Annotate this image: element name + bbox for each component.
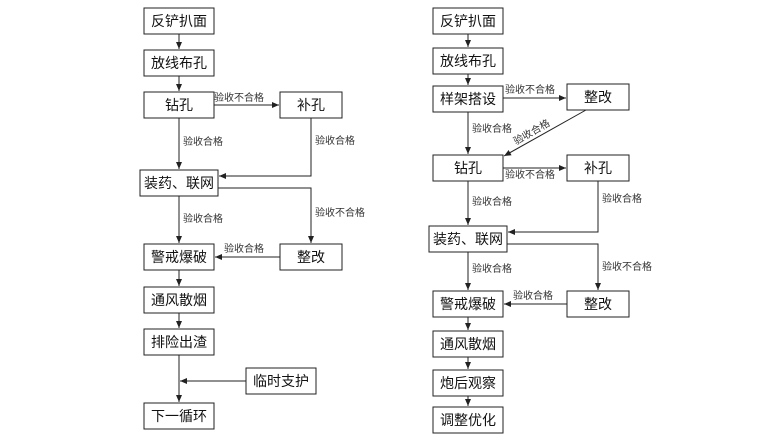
edge-arrow xyxy=(503,109,587,157)
node-backhoe-clearing: 反铲扒面 xyxy=(432,7,504,35)
svg-text:调整优化: 调整优化 xyxy=(440,413,496,429)
node-layout-holes: 放线布孔 xyxy=(432,47,504,75)
node-fill-holes: 补孔 xyxy=(279,91,343,119)
left-flowchart: 反铲扒面 放线布孔 钻孔 补孔 装药、联网 警戒爆破 整改 通风散烟 xyxy=(139,7,365,430)
svg-text:整改: 整改 xyxy=(584,90,612,106)
node-template-frame: 样架搭设 xyxy=(432,85,504,113)
edge-label: 验收合格 xyxy=(472,122,512,135)
svg-text:下一循环: 下一循环 xyxy=(151,409,207,425)
svg-text:钻孔: 钻孔 xyxy=(165,98,193,114)
node-blasting: 警戒爆破 xyxy=(143,243,215,271)
edge-label: 验收合格 xyxy=(183,212,223,225)
svg-text:样架搭设: 样架搭设 xyxy=(440,92,496,108)
svg-text:钻孔: 钻孔 xyxy=(454,161,482,177)
svg-text:反铲扒面: 反铲扒面 xyxy=(151,14,207,30)
edge-label: 验收合格 xyxy=(602,192,642,205)
edge-arrow xyxy=(507,243,601,290)
node-layout-holes: 放线布孔 xyxy=(143,49,215,77)
svg-text:炮后观察: 炮后观察 xyxy=(440,375,496,392)
node-drilling: 钻孔 xyxy=(432,154,504,182)
svg-text:警戒爆破: 警戒爆破 xyxy=(440,297,496,313)
node-rectify: 整改 xyxy=(279,243,343,271)
svg-text:整改: 整改 xyxy=(584,297,612,313)
node-drilling: 钻孔 xyxy=(143,91,215,119)
node-post-blast-observation: 炮后观察 xyxy=(432,369,504,397)
right-flowchart: 反铲扒面 放线布孔 样架搭设 整改 钻孔 补孔 装药、联网 警戒爆破 xyxy=(428,7,652,434)
node-ventilation: 通风散烟 xyxy=(432,330,504,358)
node-temporary-support: 临时支护 xyxy=(245,367,317,395)
edge-label: 验收合格 xyxy=(183,135,223,148)
node-rectify-frame: 整改 xyxy=(566,83,630,111)
svg-text:装药、联网: 装药、联网 xyxy=(433,232,503,248)
svg-text:警戒爆破: 警戒爆破 xyxy=(151,250,207,266)
node-charging-networking: 装药、联网 xyxy=(139,169,219,197)
node-blasting: 警戒爆破 xyxy=(432,290,504,318)
edge-label: 验收合格 xyxy=(472,195,512,208)
svg-text:通风散烟: 通风散烟 xyxy=(440,337,496,353)
edge-label: 验收不合格 xyxy=(505,83,555,96)
svg-text:整改: 整改 xyxy=(297,250,325,266)
node-next-cycle: 下一循环 xyxy=(143,402,215,430)
edge-label: 验收不合格 xyxy=(315,206,365,219)
node-adjust-optimize: 调整优化 xyxy=(432,406,504,434)
edge-arrow xyxy=(508,181,599,235)
svg-text:通风散烟: 通风散烟 xyxy=(151,293,207,309)
edge-label: 验收合格 xyxy=(513,289,553,302)
node-rectify: 整改 xyxy=(566,290,630,318)
svg-text:补孔: 补孔 xyxy=(584,161,612,177)
node-fill-holes: 补孔 xyxy=(566,154,630,182)
svg-text:反铲扒面: 反铲扒面 xyxy=(440,14,496,30)
node-scaling-mucking: 排险出渣 xyxy=(143,328,215,356)
edge-label: 验收合格 xyxy=(224,242,264,255)
edge-label: 验收合格 xyxy=(315,134,355,147)
svg-text:放线布孔: 放线布孔 xyxy=(440,54,496,70)
edge-label: 验收不合格 xyxy=(214,91,264,104)
svg-text:临时支护: 临时支护 xyxy=(253,374,309,390)
edge-arrow xyxy=(218,187,314,243)
svg-text:补孔: 补孔 xyxy=(297,98,325,114)
svg-text:装药、联网: 装药、联网 xyxy=(144,176,214,192)
node-ventilation: 通风散烟 xyxy=(143,286,215,314)
svg-text:排险出渣: 排险出渣 xyxy=(151,335,207,351)
edge-label: 验收不合格 xyxy=(602,260,652,273)
edge-arrow xyxy=(219,118,312,179)
node-charging-networking: 装药、联网 xyxy=(428,225,508,253)
svg-text:放线布孔: 放线布孔 xyxy=(151,56,207,72)
edge-label: 验收不合格 xyxy=(505,168,555,181)
node-backhoe-clearing: 反铲扒面 xyxy=(143,7,215,35)
edge-label: 验收合格 xyxy=(472,262,512,275)
